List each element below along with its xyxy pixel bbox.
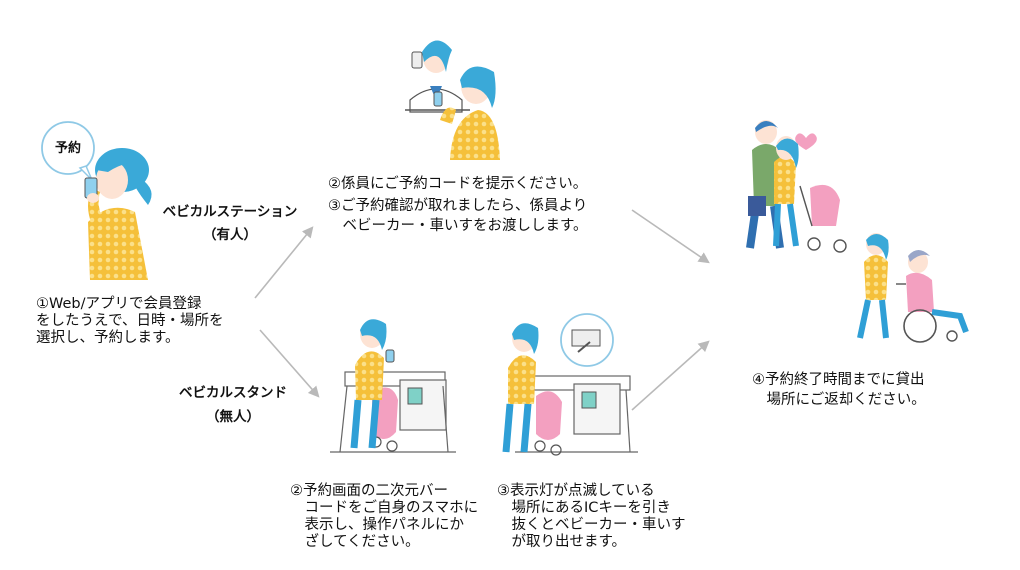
stand-label: ベビカルスタンド <box>179 385 287 401</box>
step4-line-2: 場所にご返却ください。 <box>752 392 926 408</box>
station-label: ベビカルステーション <box>162 204 298 220</box>
stand-step2-line-3: 表示し、操作パネルにか <box>290 517 464 533</box>
return-illustration <box>746 120 969 343</box>
step4-line-1: ④予約終了時間までに貸出 <box>752 372 925 388</box>
woman-with-phone-illustration <box>41 121 152 280</box>
station-counter-illustration <box>405 40 500 160</box>
arrow-to-station <box>254 226 314 299</box>
speech-bubble <box>41 121 95 175</box>
station-step-line-1: ②係員にご予約コードを提示ください。 <box>328 176 588 192</box>
step1-line-3: 選択し、予約します。 <box>36 330 180 346</box>
stand-step3-line-2: 場所にあるICキーを引き <box>497 500 671 516</box>
flow-arrows <box>254 209 710 411</box>
heart-icon <box>795 133 817 150</box>
arrow-station-to-return <box>631 209 710 264</box>
step1-line-2: をしたうえで、日時・場所を <box>36 313 224 329</box>
stand-sub-label: （無人） <box>206 409 260 425</box>
stand-step2-line-4: ざしてください。 <box>290 534 420 550</box>
arrow-to-stand <box>259 329 320 398</box>
arrow-stand-to-return <box>631 340 710 411</box>
stand-step3-line-1: ③表示灯が点滅している <box>497 483 655 499</box>
station-sub-label: （有人） <box>203 227 257 243</box>
stand-key-illustration <box>502 313 638 456</box>
stand-step3-line-3: 抜くとベビーカー・車いす <box>497 517 686 533</box>
stand-scan-illustration <box>330 319 456 453</box>
stand-step3-line-4: が取り出せます。 <box>497 534 627 550</box>
station-step-line-3: ベビーカー・車いすをお渡しします。 <box>328 218 588 234</box>
stand-step2-line-2: コードをご自身のスマホに <box>290 500 479 516</box>
station-step-line-2: ③ご予約確認が取れましたら、係員より <box>328 198 588 214</box>
bubble-reserve-label: 予約 <box>54 141 81 156</box>
step1-line-1: ①Web/アプリで会員登録 <box>36 296 202 312</box>
stand-step2-line-1: ②予約画面の二次元バー <box>290 483 448 499</box>
